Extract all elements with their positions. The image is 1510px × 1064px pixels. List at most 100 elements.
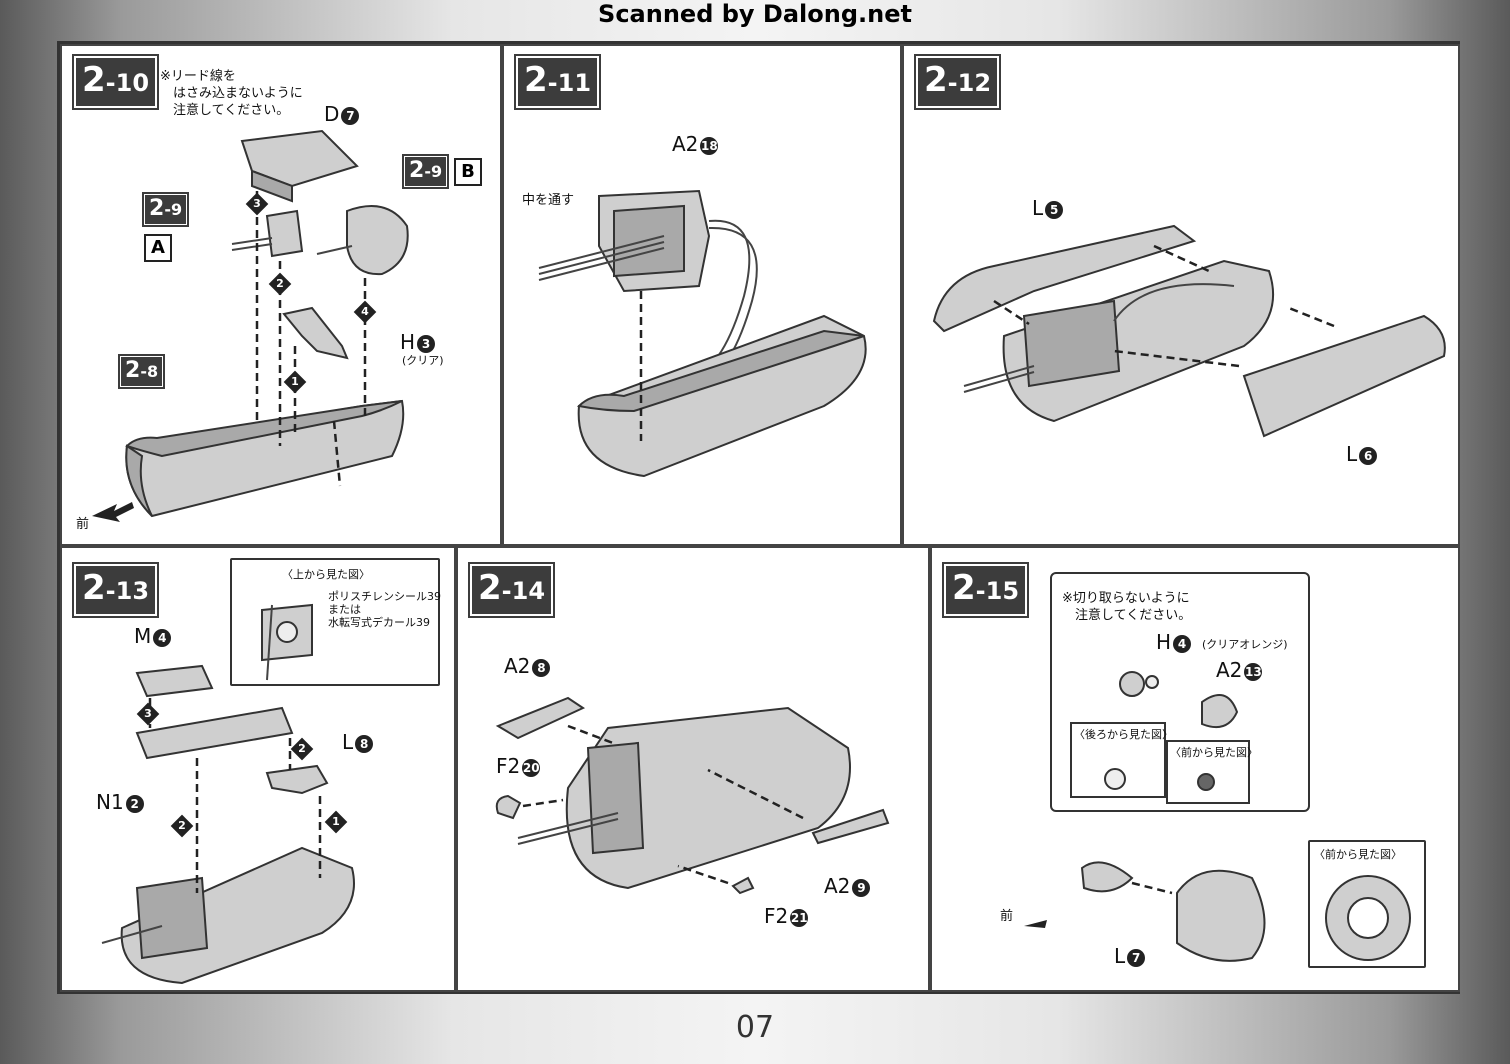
part-2-8-hull: [125, 399, 405, 518]
page-number: 07: [735, 1010, 775, 1045]
part-hull: [1002, 259, 1275, 423]
part-number: 13: [1244, 662, 1263, 681]
sequence-marker: 4: [353, 300, 377, 324]
assembly-illustration: [538, 189, 867, 478]
part-number: 6: [1359, 446, 1378, 465]
front-arrow: [1024, 920, 1047, 928]
step-ref-2-9-a: 2-9: [141, 192, 190, 227]
caution-note: ※切り取らないように 注意してください。: [1062, 591, 1192, 623]
step-number: 2-11: [513, 54, 602, 110]
part-f2-21: [731, 876, 755, 895]
part-d7: [240, 129, 359, 188]
part-number: 3: [417, 334, 436, 353]
part-n12: [135, 706, 294, 760]
scan-watermark: Scanned by Dalong.net: [598, 0, 912, 28]
step-number: 2-13: [71, 562, 160, 618]
option-b-box: B: [454, 158, 482, 186]
sequence-marker: 2: [170, 814, 194, 838]
part-m4: [135, 664, 214, 698]
sequence-marker: 1: [324, 810, 348, 834]
front-view-box: 〈前から見た図〉: [1166, 740, 1258, 804]
part-number: 7: [341, 106, 360, 125]
front-label: 前: [1000, 909, 1014, 924]
option-a-box: A: [144, 234, 172, 262]
part-number: 18: [700, 136, 719, 155]
part-number: 9: [852, 878, 871, 897]
nozzle-front-illustration: [1325, 875, 1411, 961]
part-number: 8: [532, 658, 551, 677]
sticker-note: ポリスチレンシール39 または 水転写式デカール39: [328, 590, 441, 629]
top-view-inset: 〈上から見た図〉 ポリスチレンシール39 または 水転写式デカール39: [230, 558, 441, 686]
inset-title: 〈前から見た図〉: [1314, 848, 1402, 861]
part-h3: [282, 306, 349, 360]
clear-note: (クリア): [402, 354, 444, 367]
sequence-marker: 3: [136, 702, 160, 726]
step-panel-2-13: 2-13 〈上から見た図〉 ポリスチレンシール39 または 水転写式デカール39…: [60, 546, 456, 992]
rear-view-box: 〈後ろから見た図〉: [1070, 722, 1173, 798]
step-number: 2-12: [913, 54, 1002, 110]
pass-through-note: 中を通す: [522, 193, 575, 208]
sequence-marker: 2: [290, 737, 314, 761]
part-a2-9: [811, 808, 890, 845]
sequence-marker: 3: [245, 192, 269, 216]
part-l8: [265, 764, 329, 795]
front-view-inset: 〈前から見た図〉: [1308, 840, 1426, 968]
step-number: 2-15: [941, 562, 1030, 618]
sequence-marker: 1: [283, 370, 307, 394]
part-number: 7: [1127, 948, 1146, 967]
part-h4-a2-13: [1080, 861, 1134, 893]
assembly-illustration: [932, 224, 1446, 438]
part-number: 2: [125, 794, 144, 813]
step-ref-2-8: 2-8: [117, 354, 166, 389]
part-2-9-a: [265, 209, 304, 258]
part-number: 8: [355, 734, 374, 753]
assembly-illustration: [495, 696, 890, 895]
part-f2-20: [495, 794, 522, 820]
inset-title: 〈上から見た図〉: [282, 568, 370, 581]
callout-illustration: [1104, 671, 1239, 791]
part-2-9-b: [346, 205, 409, 276]
part-number: 20: [522, 758, 541, 777]
orange-note: (クリアオレンジ): [1202, 638, 1288, 651]
front-label: 前: [76, 517, 90, 532]
part-l7-nozzle: [1176, 869, 1266, 962]
part-a2-8: [495, 696, 586, 740]
part-number: 21: [790, 908, 809, 927]
part-l6: [1242, 314, 1446, 438]
part-number: 4: [1173, 634, 1192, 653]
inset-illustration: [261, 603, 313, 681]
assembly-illustration: [92, 129, 409, 522]
rear-view-title: 〈後ろから見た図〉: [1074, 728, 1173, 741]
sequence-marker: 2: [268, 272, 292, 296]
assembly-illustration: [1024, 861, 1266, 962]
part-number: 4: [153, 628, 172, 647]
assembly-illustration: [101, 664, 355, 985]
front-arrow: [92, 502, 134, 522]
caution-note: ※リード線を はさみ込まないように 注意してください。: [160, 69, 303, 118]
front-view-title: 〈前から見た図〉: [1170, 746, 1258, 759]
step-number: 2-14: [467, 562, 556, 618]
step-ref-2-9-b: 2-9: [401, 154, 450, 189]
part-number: 5: [1045, 200, 1064, 219]
